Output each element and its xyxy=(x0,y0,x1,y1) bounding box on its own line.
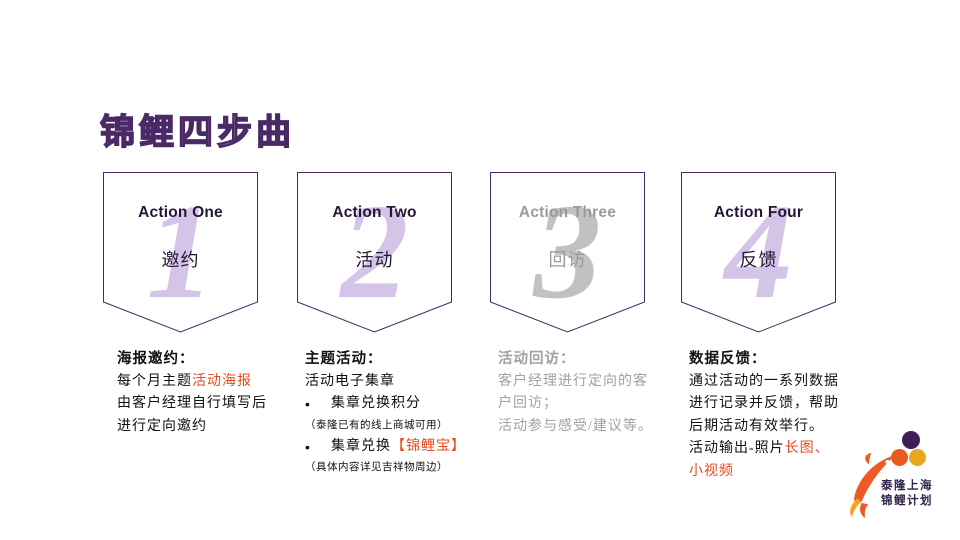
action-label: Action Two xyxy=(332,204,417,221)
desc-highlight: 【锦鲤宝】 xyxy=(391,438,466,454)
desc-text: 集章兑换积分 xyxy=(331,396,421,411)
pennant-shape xyxy=(490,172,645,333)
step-description-3: 活动回访： 客户经理进行定向的客 户回访； 活动参与感受/建议等。 xyxy=(498,348,678,438)
step-banner-1: 1 Action One 邀约 xyxy=(103,172,258,333)
logo-text-line1: 泰隆上海 xyxy=(881,480,933,492)
desc-line: 进行定向邀约 xyxy=(117,418,207,434)
step-column-4: 4 Action Four 反馈 数据反馈： 通过活动的一系列数据 进行记录并反… xyxy=(681,172,866,479)
desc-highlight: 活动海报 xyxy=(192,373,252,389)
desc-line: 户回访； xyxy=(498,396,558,411)
desc-text: 集章兑换 xyxy=(331,438,391,454)
action-label: Action One xyxy=(138,204,223,221)
step-column-3: 3 Action Three 回访 活动回访： 客户经理进行定向的客 户回访； … xyxy=(490,172,675,434)
step-keyword: 活动 xyxy=(355,250,394,270)
desc-line: 后期活动有效举行。 xyxy=(689,418,824,434)
pennant-shape xyxy=(681,172,836,333)
step-description-1: 海报邀约： 每个月主题活动海报 由客户经理自行填写后 进行定向邀约 xyxy=(117,348,297,438)
bullet-icon: • xyxy=(305,396,311,412)
step-description-4: 数据反馈： 通过活动的一系列数据 进行记录并反馈，帮助 后期活动有效举行。 活动… xyxy=(689,348,869,483)
step-description-2: 主题活动： 活动电子集章 • 集章兑换积分 （泰隆已有的线上商城可用） • 集章… xyxy=(305,348,485,478)
desc-text: 集章兑换【锦鲤宝】 xyxy=(331,436,466,459)
desc-line: 进行记录并反馈，帮助 xyxy=(689,396,839,411)
desc-text: 活动输出-照片 xyxy=(689,441,785,456)
action-label: Action Three xyxy=(518,204,617,221)
desc-line: 由客户经理自行填写后 xyxy=(117,396,267,411)
step-keyword: 邀约 xyxy=(161,250,200,270)
logo-dot-purple xyxy=(902,431,920,449)
bullet-item: • 集章兑换积分 xyxy=(305,393,485,416)
page-title: 锦鲤四步曲 xyxy=(99,112,296,153)
desc-line: 活动电子集章 xyxy=(305,373,395,389)
logo-text: 泰隆上海 锦鲤计划 xyxy=(881,479,933,509)
logo-text-line2: 锦鲤计划 xyxy=(881,495,933,507)
step-keyword: 回访 xyxy=(548,250,587,270)
desc-line: 活动输出-照片长图、 xyxy=(689,438,869,461)
bullet-item: • 集章兑换【锦鲤宝】 xyxy=(305,436,485,459)
pennant-shape xyxy=(103,172,258,333)
step-column-2: 2 Action Two 活动 主题活动： 活动电子集章 • 集章兑换积分 （泰… xyxy=(297,172,482,473)
action-label: Action Four xyxy=(713,204,804,221)
desc-highlight: 长图、 xyxy=(784,441,830,456)
desc-heading: 活动回访： xyxy=(498,351,576,367)
step-banner-3: 3 Action Three 回访 xyxy=(490,172,645,333)
desc-line: 通过活动的一系列数据 xyxy=(689,373,839,389)
desc-heading: 主题活动： xyxy=(305,351,383,367)
step-banner-4: 4 Action Four 反馈 xyxy=(681,172,836,333)
desc-highlight: 小视频 xyxy=(689,463,734,479)
koi-fish-icon xyxy=(850,452,897,518)
desc-text: 每个月主题 xyxy=(117,373,192,389)
step-banner-2: 2 Action Two 活动 xyxy=(297,172,452,333)
brand-logo: 泰隆上海 锦鲤计划 xyxy=(845,428,955,528)
step-keyword: 反馈 xyxy=(739,250,778,270)
desc-note: （泰隆已有的线上商城可用） xyxy=(305,419,448,431)
bullet-icon: • xyxy=(305,438,311,455)
logo-dot-yellow xyxy=(909,449,926,466)
desc-heading: 数据反馈： xyxy=(689,351,767,367)
desc-line: 活动参与感受/建议等。 xyxy=(498,418,653,434)
desc-line: 客户经理进行定向的客 xyxy=(498,373,648,389)
desc-note: （具体内容详见吉祥物周边） xyxy=(305,462,448,473)
desc-heading: 海报邀约： xyxy=(117,351,195,367)
pennant-shape xyxy=(297,172,452,333)
step-column-1: 1 Action One 邀约 海报邀约： 每个月主题活动海报 由客户经理自行填… xyxy=(103,172,288,434)
desc-line: 每个月主题活动海报 xyxy=(117,371,297,394)
logo-dot-orange xyxy=(891,449,908,466)
